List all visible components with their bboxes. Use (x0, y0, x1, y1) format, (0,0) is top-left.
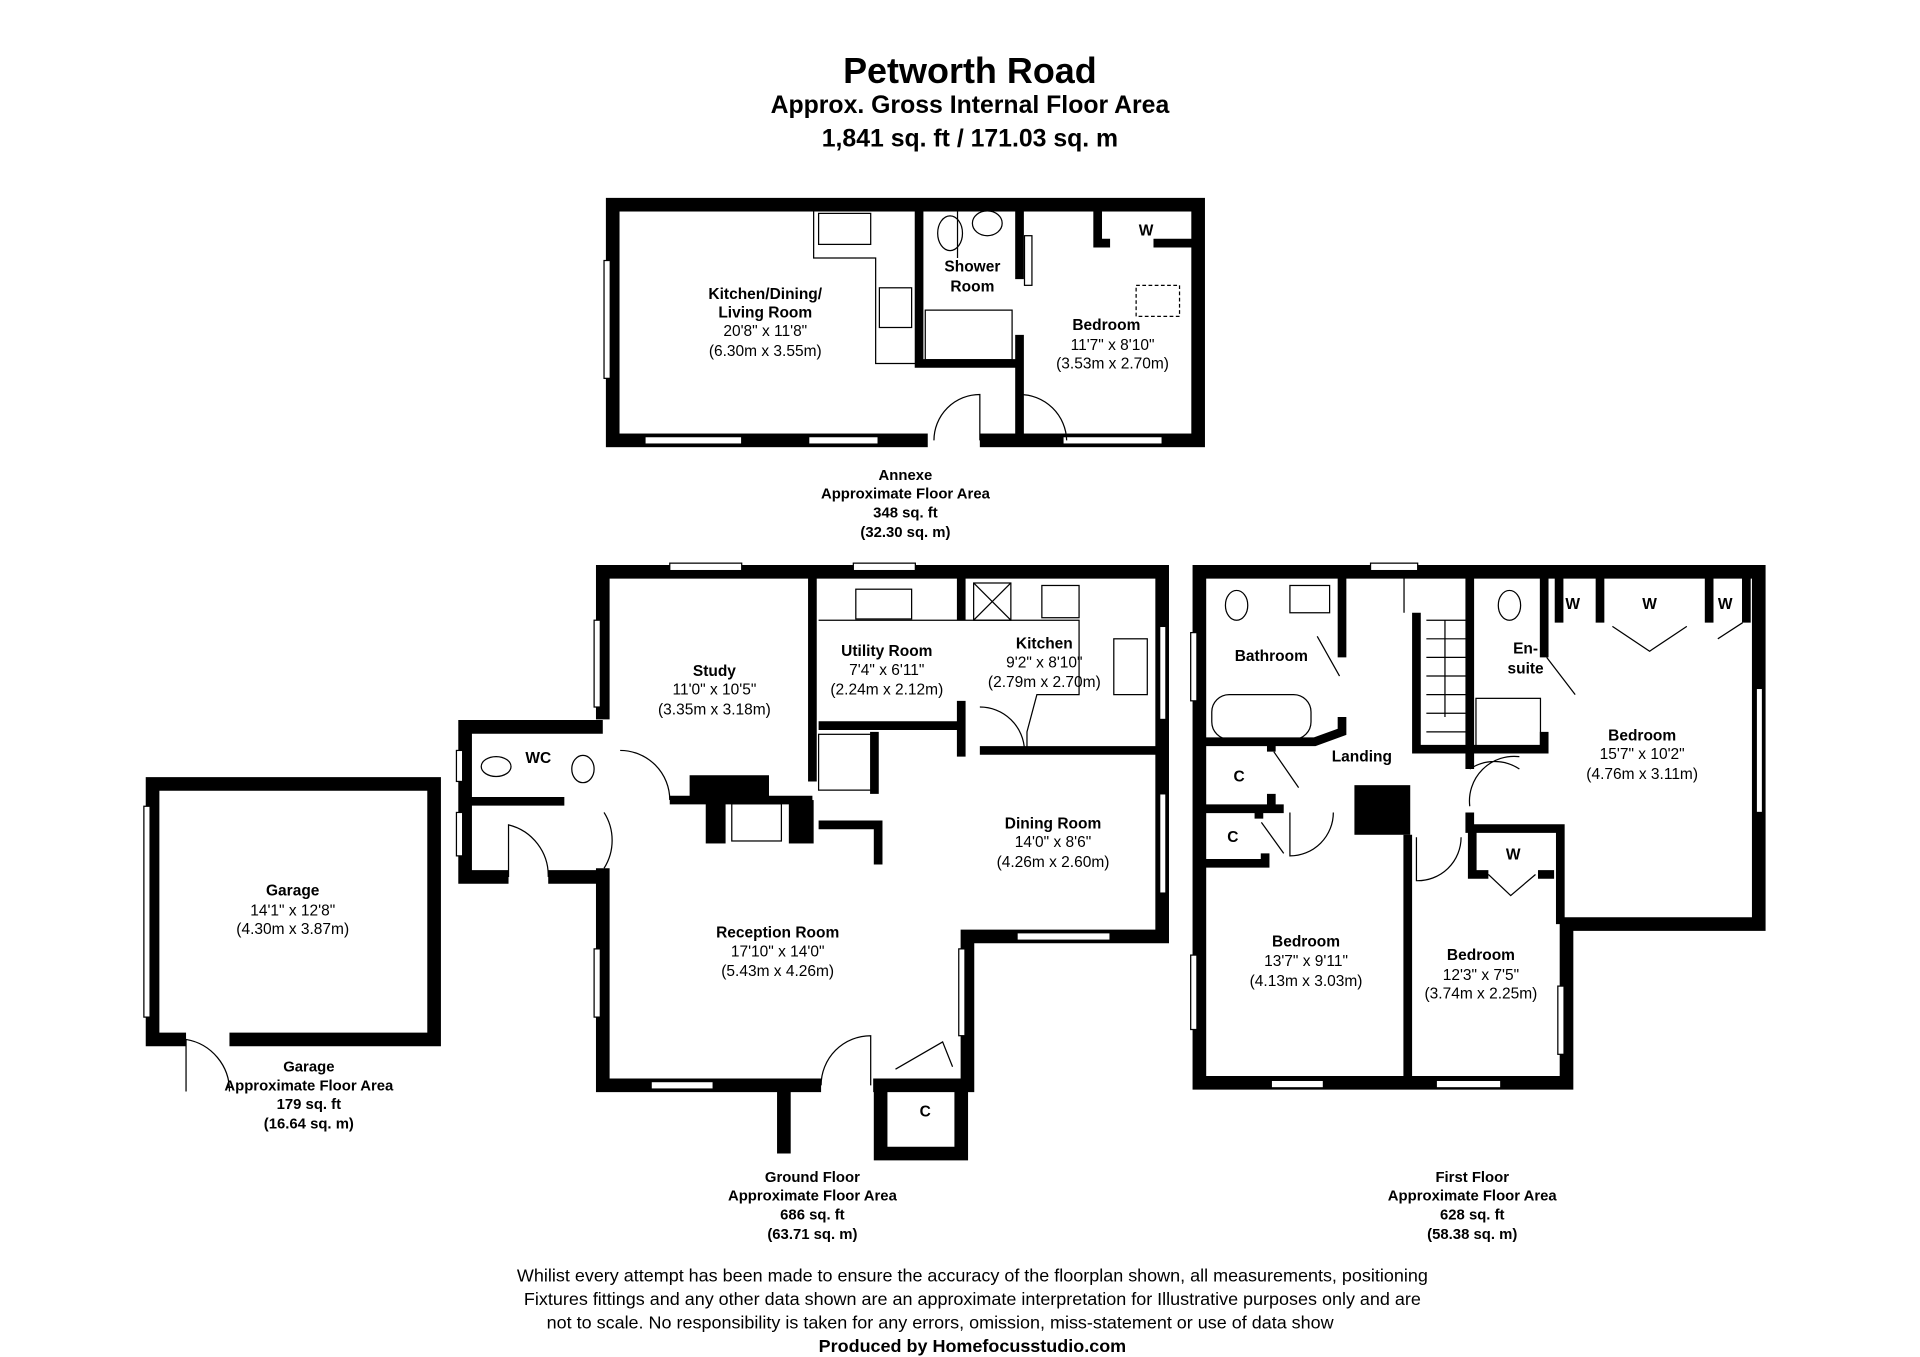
area-sqft: 179 sq. ft (277, 1097, 342, 1113)
cupboard-label: C (920, 1103, 931, 1120)
garage-plan: Garage 14'1" x 12'8" (4.30m x 3.87m) Gar… (143, 777, 441, 1133)
cupboard-label: C (1227, 829, 1238, 846)
ground-floor-plan: WC C Study 11'0" x 10'5" (3.35m x 3.18m)… (455, 562, 1169, 1243)
area-sqm: (32.30 sq. m) (860, 525, 950, 541)
room-dimensions: 15'7" x 10'2" (1600, 746, 1685, 763)
area-sqft: 348 sq. ft (873, 505, 938, 521)
room-name: Utility Room (841, 643, 932, 660)
room-name: Garage (266, 883, 320, 900)
header: Petworth Road Approx. Gross Internal Flo… (771, 50, 1170, 152)
room-dimensions: 17'10" x 14'0" (731, 943, 825, 960)
room-name: Dining Room (1005, 816, 1101, 833)
wardrobe-label: W (1718, 596, 1733, 613)
room-dimensions-metric: (4.30m x 3.87m) (236, 921, 349, 938)
room-name: Bedroom (1072, 317, 1140, 334)
room-name: Shower (944, 259, 1000, 276)
room-dimensions: 11'0" x 10'5" (672, 682, 756, 699)
area-label: Approximate Floor Area (821, 487, 991, 503)
area-label: Approximate Floor Area (224, 1078, 394, 1094)
room-dimensions: 20'8" x 11'8" (723, 323, 807, 340)
plan-title: Petworth Road (843, 50, 1097, 91)
room-name: Reception Room (716, 925, 839, 942)
room-name: Living Room (718, 305, 812, 322)
area-name: First Floor (1435, 1170, 1509, 1186)
room-name: Bedroom (1447, 947, 1515, 964)
area-name: Ground Floor (765, 1170, 860, 1186)
area-label: Approximate Floor Area (728, 1189, 898, 1205)
area-sqm: (58.38 sq. m) (1427, 1227, 1517, 1243)
producer-credit: Produced by Homefocusstudio.com (819, 1336, 1127, 1356)
room-dimensions-metric: (2.79m x 2.70m) (988, 674, 1101, 691)
area-sqft: 686 sq. ft (780, 1207, 845, 1223)
first-floor-plan: C C W W W W Bathroom Landing En- suite B… (1190, 562, 1766, 1243)
room-name: Bathroom (1235, 648, 1308, 665)
room-dimensions-metric: (5.43m x 4.26m) (721, 963, 834, 980)
room-name: Landing (1332, 749, 1392, 766)
plan-subtitle: Approx. Gross Internal Floor Area (771, 92, 1170, 119)
disclaimer-line: not to scale. No responsibility is taken… (547, 1312, 1335, 1332)
footer: Whilist every attempt has been made to e… (517, 1265, 1428, 1356)
room-name: En- (1513, 641, 1538, 658)
room-name: suite (1507, 661, 1544, 678)
area-name: Annexe (879, 468, 933, 484)
wardrobe-label: W (1139, 223, 1154, 240)
wardrobe-label: W (1565, 596, 1580, 613)
wardrobe-label: W (1642, 596, 1657, 613)
room-name: Kitchen (1016, 636, 1073, 653)
room-dimensions: 11'7" x 8'10" (1071, 337, 1155, 354)
room-name: Room (950, 279, 994, 296)
area-name: Garage (283, 1060, 334, 1076)
room-dimensions-metric: (2.24m x 2.12m) (830, 682, 943, 699)
area-sqft: 628 sq. ft (1440, 1207, 1505, 1223)
room-dimensions-metric: (4.26m x 2.60m) (997, 854, 1110, 871)
room-dimensions: 14'0" x 8'6" (1015, 834, 1091, 851)
room-name: Study (693, 663, 736, 680)
room-dimensions-metric: (3.53m x 2.70m) (1056, 355, 1169, 372)
room-dimensions-metric: (4.13m x 3.03m) (1250, 973, 1363, 990)
room-dimensions-metric: (3.35m x 3.18m) (658, 701, 771, 718)
total-area: 1,841 sq. ft / 171.03 sq. m (822, 125, 1118, 152)
room-dimensions: 7'4" x 6'11" (849, 662, 924, 679)
cupboard-label: C (1233, 768, 1244, 785)
wardrobe-label: W (1506, 847, 1521, 864)
room-dimensions: 9'2" x 8'10" (1006, 654, 1082, 671)
room-dimensions-metric: (4.76m x 3.11m) (1586, 766, 1698, 783)
room-dimensions-metric: (6.30m x 3.55m) (709, 343, 822, 360)
area-label: Approximate Floor Area (1388, 1189, 1558, 1205)
disclaimer-line: Fixtures fittings and any other data sho… (524, 1289, 1421, 1309)
disclaimer-line: Whilist every attempt has been made to e… (517, 1265, 1428, 1285)
room-dimensions: 12'3" x 7'5" (1443, 967, 1519, 984)
room-name: Bedroom (1608, 728, 1676, 745)
area-sqm: (63.71 sq. m) (767, 1227, 857, 1243)
wc-label: WC (525, 750, 551, 767)
area-sqm: (16.64 sq. m) (264, 1117, 354, 1133)
room-dimensions: 14'1" x 12'8" (250, 902, 335, 919)
room-dimensions-metric: (3.74m x 2.25m) (1425, 985, 1538, 1002)
annexe-plan: W Kitchen/Dining/ Living Room 20'8" x 11… (603, 197, 1205, 541)
room-name: Bedroom (1272, 933, 1340, 950)
room-dimensions: 13'7" x 9'11" (1264, 953, 1348, 970)
room-name: Kitchen/Dining/ (708, 286, 822, 303)
